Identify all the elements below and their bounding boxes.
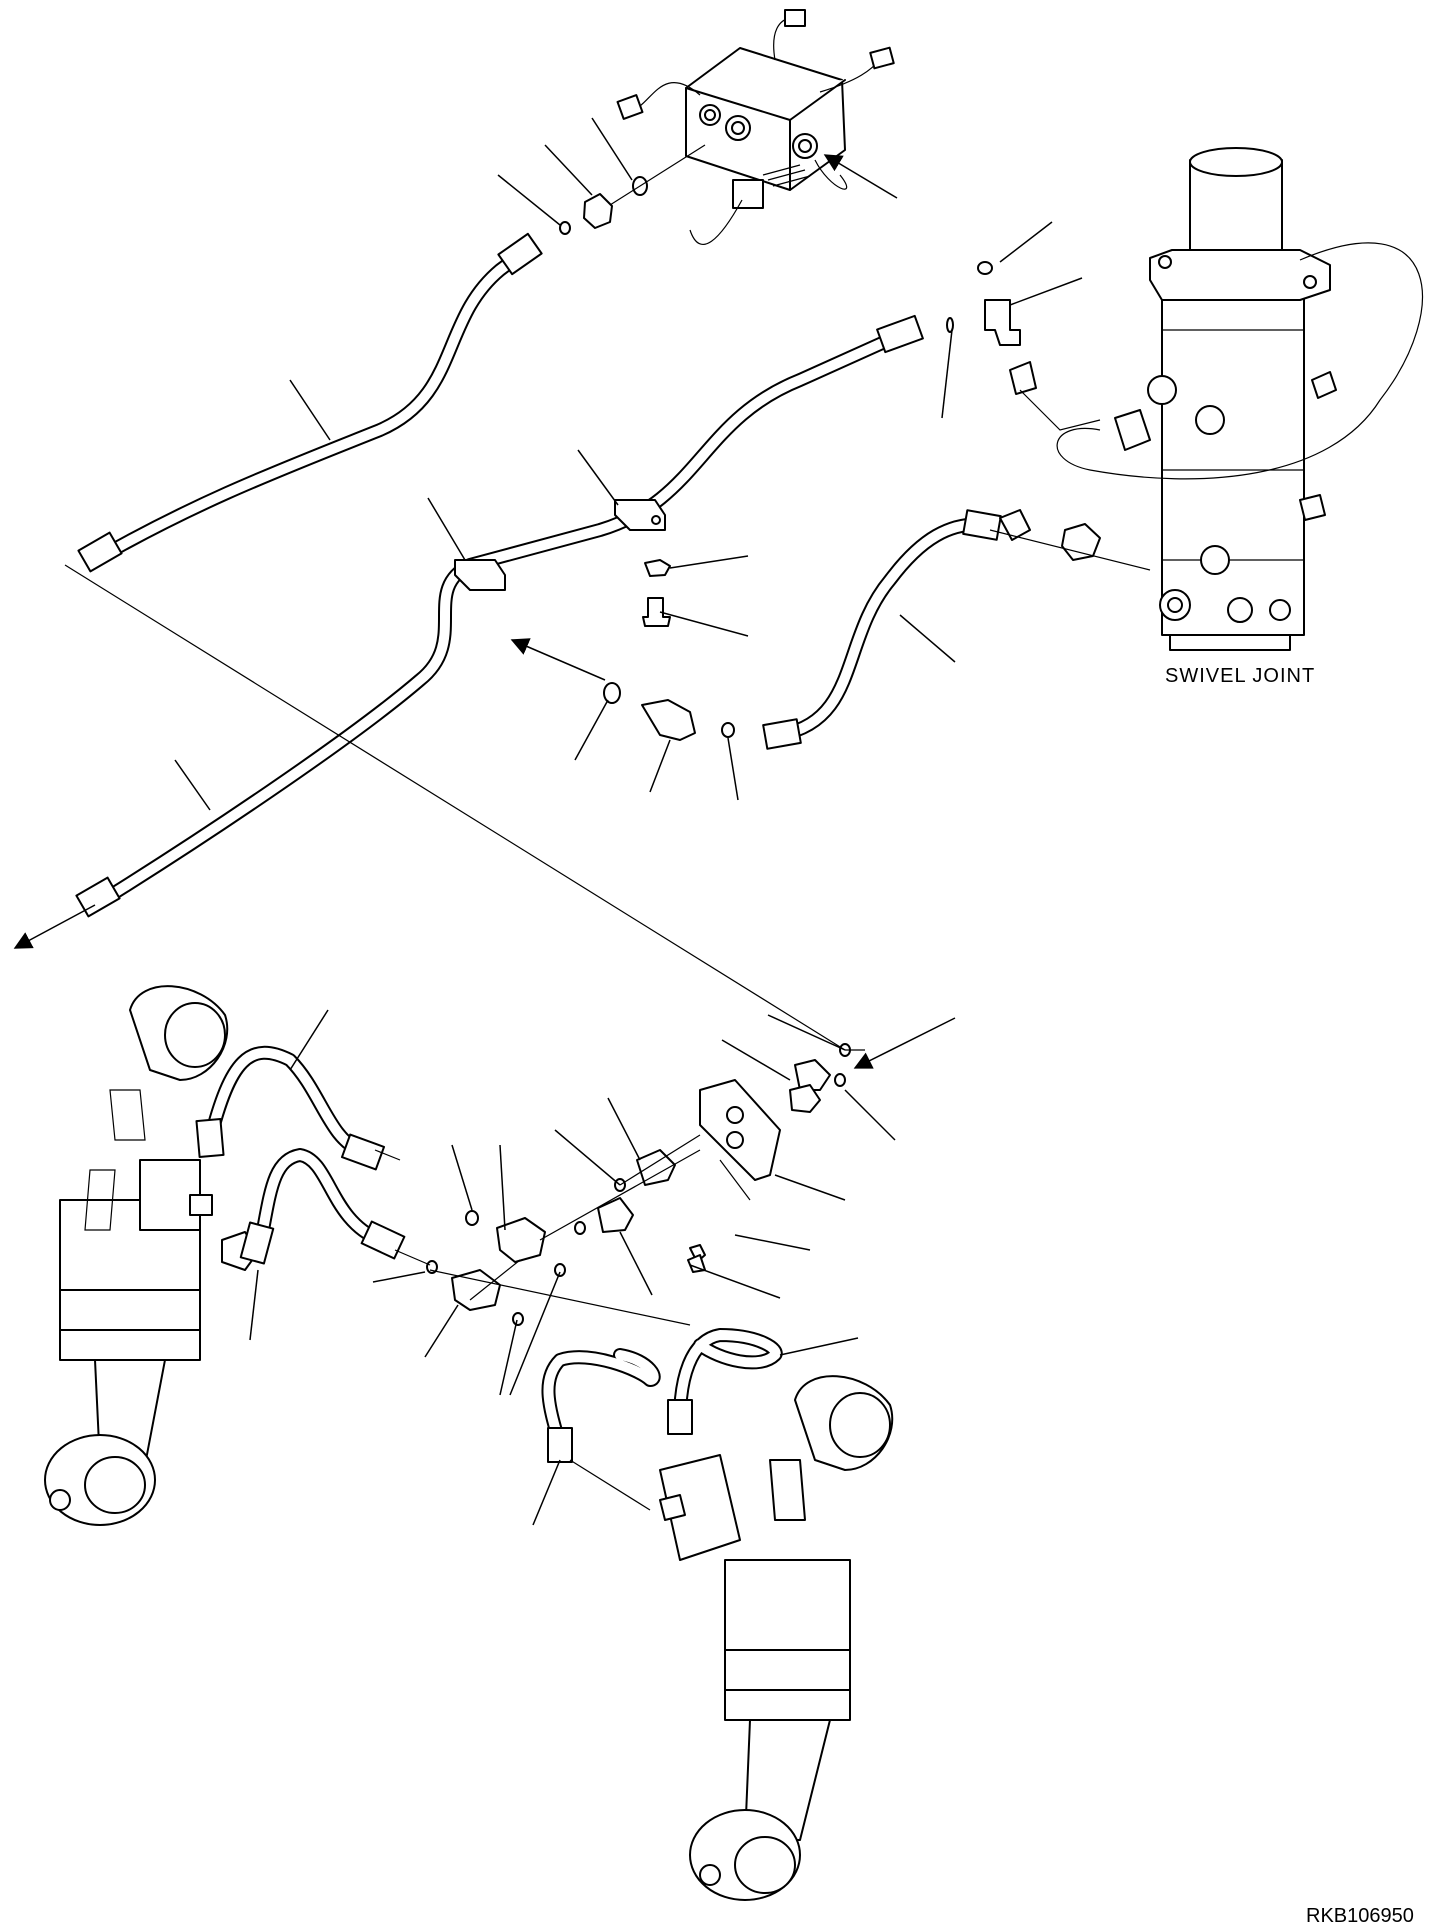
hose-swivel <box>762 509 1031 750</box>
hose-lower-2 <box>239 1148 406 1265</box>
clamp-left <box>454 559 506 591</box>
hose-mid-diagonal <box>75 314 924 918</box>
cylinder-left <box>44 985 259 1526</box>
leader-lines <box>174 117 1083 1526</box>
lower-fittings <box>426 1043 851 1326</box>
bolt <box>642 597 671 627</box>
hose-lower-1 <box>195 1045 386 1171</box>
nut <box>644 559 671 577</box>
mounting-plate <box>699 1079 781 1181</box>
hose-upper-left <box>77 232 543 573</box>
swivel-joint-label: SWIVEL JOINT <box>1165 665 1315 687</box>
hose-lower-4 <box>667 1328 783 1435</box>
cylinder-right <box>659 1375 894 1901</box>
tee-fitting <box>946 261 1037 395</box>
hose-lower-3 <box>541 1348 661 1463</box>
swivel-joint <box>1056 147 1423 651</box>
flow-arrows <box>13 154 956 1069</box>
clamp-right <box>614 499 666 531</box>
elbow-mid <box>603 682 735 741</box>
adapter-valve <box>559 176 648 235</box>
reference-lines <box>64 144 1151 1511</box>
adapter-swivel <box>1061 523 1101 561</box>
drawing-code: RKB106950 <box>1306 1905 1414 1927</box>
valve-block-top <box>616 9 895 245</box>
